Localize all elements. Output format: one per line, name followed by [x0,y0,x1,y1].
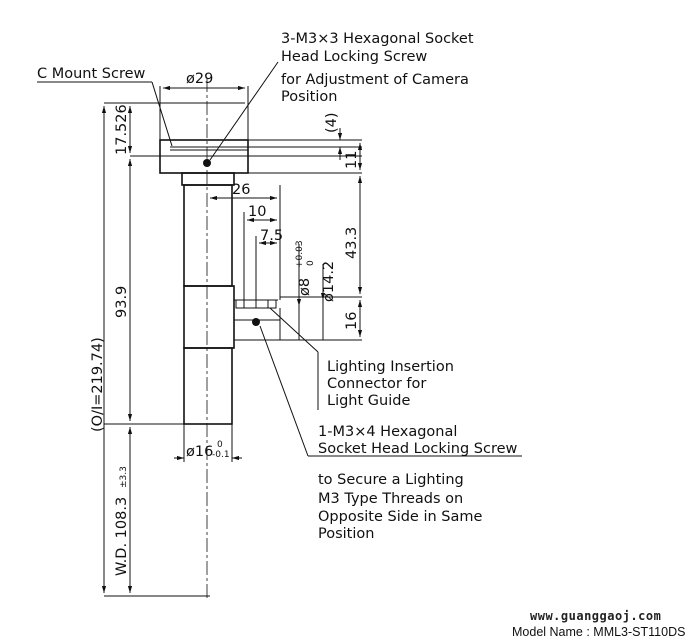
c-mount-callout: C Mount Screw [37,66,173,147]
locking-screw-side-icon [252,318,260,326]
c-mount-label: C Mount Screw [37,66,146,82]
lighting-line2: Connector for [327,376,426,392]
locking-screw-3-line1: 3-M3×3 Hexagonal Socket [281,31,474,47]
locking-screw-1-line2: Socket Head Locking Screw [318,441,518,457]
locking-screw-top-icon [203,159,211,167]
adjustment-line1: for Adjustment of Camera [281,72,469,88]
illumination-block [183,285,235,349]
dim-d26-text: 26 [232,182,250,198]
dim-d10-text: 10 [248,204,266,220]
dimension-d29: ø29 [159,71,249,140]
dimension-horizontal-offsets: 26 10 7.5 [210,182,283,300]
locking-screw-3-callout: 3-M3×3 Hexagonal Socket Head Locking Scr… [209,31,474,161]
lower-barrel [183,347,233,425]
adjustment-line2: Position [281,89,337,105]
dim-d14-2-text: ø14.2 [321,261,337,302]
dim-h4-text: (4) [324,112,340,133]
dim-d8-text: ø8 [297,278,313,296]
dim-d29-text: ø29 [186,71,213,87]
lighting-line1: Lighting Insertion [327,359,454,375]
dim-d8-tol-lower: 0 [306,260,316,266]
locking-screw-1-line1: 1-M3×4 Hexagonal [318,424,457,440]
dim-d16-tol-lower: -0.1 [212,450,230,460]
locking-screw-3-line2: Head Locking Screw [281,49,427,65]
secure-line3: Opposite Side in Same [318,509,482,525]
dim-d16-tol-upper: 0 [217,440,223,450]
lighting-connector-callout: Lighting Insertion Connector for Light G… [269,307,454,410]
dim-d8-tol-upper: +0.03 [295,240,305,268]
dim-oi-text: (O/I=219.74) [90,337,106,432]
dim-wd-text: W.D. 108.3 [114,497,130,576]
dim-h93-9-text: 93.9 [114,286,130,318]
dim-wd-tol: ±3.3 [119,466,129,488]
secure-line1: to Secure a Lighting [318,472,464,488]
lighting-line3: Light Guide [327,393,410,409]
collar [181,172,235,186]
dim-h43-3-text: 43.3 [344,227,360,259]
dimension-connector-diameters: ø8 +0.03 0 ø14.2 [295,240,337,340]
locking-screw-1-callout: 1-M3×4 Hexagonal Socket Head Locking Scr… [259,325,522,542]
dimension-left-stack: 17.526 93.9 (O/I=219.74) W.D. 108.3 ±3.3 [90,102,210,597]
dim-h16-text: 16 [344,312,360,330]
watermark: www.guanggaoj.com [530,609,662,623]
model-name: Model Name : MML3-ST110DS [512,625,686,639]
dim-d16-text: ø16 [186,444,213,460]
dim-h17-526-text: 17.526 [114,104,130,155]
dimension-right-stack: (4) 11 43.3 16 [234,112,363,341]
secure-line2: M3 Type Threads on [318,491,463,507]
dimension-d16: ø16 0 -0.1 [174,424,242,462]
dim-d7-5-text: 7.5 [260,228,283,244]
upper-barrel [183,184,233,287]
secure-line4: Position [318,526,374,542]
dim-h11-text: 11 [344,151,360,169]
